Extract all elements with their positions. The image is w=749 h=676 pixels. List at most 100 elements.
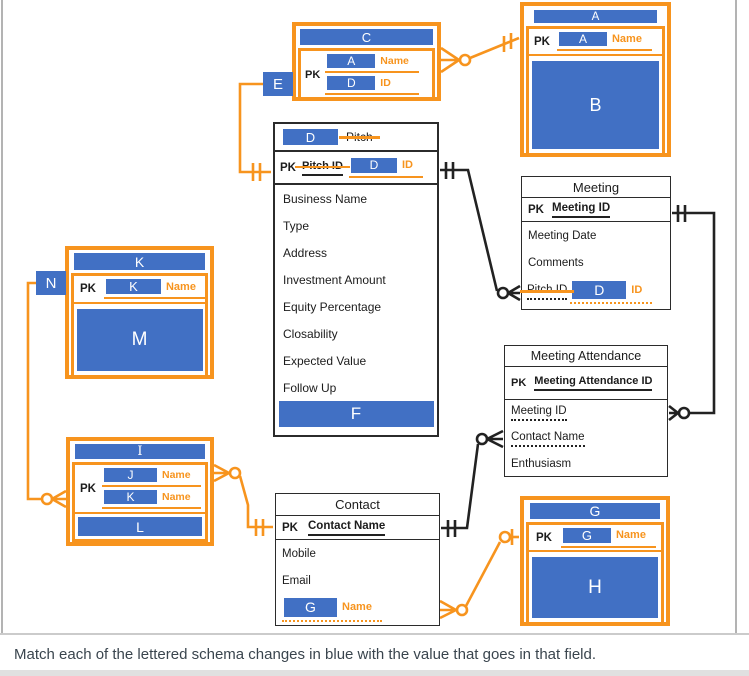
- a-group-divider: [529, 54, 662, 56]
- chip-k: K: [105, 279, 161, 294]
- attribute: Equity Percentage: [283, 299, 382, 314]
- contact-to-ggroup-connector: [439, 529, 519, 620]
- e-to-pitch-connector: [238, 82, 271, 181]
- attribute: Investment Amount: [283, 272, 386, 287]
- zero-circle-icon: [496, 286, 510, 300]
- blue-group-k: K PK K Name M: [65, 246, 214, 379]
- zero-circle-icon: [458, 53, 472, 67]
- i-group-section: PK J Name K Name L: [72, 462, 208, 542]
- crow-foot-many-icon: [440, 46, 460, 74]
- i-group-title-wrap: I: [72, 443, 208, 462]
- attribute: Mobile: [282, 547, 316, 560]
- cgroup-to-agroup-connector: [440, 33, 520, 74]
- chip-d: D: [327, 76, 376, 90]
- pitch-pk-row: PK Pitch ID D ID: [275, 152, 437, 185]
- pk-label: PK: [536, 531, 552, 544]
- page-bottom-strip: [0, 670, 749, 676]
- c-group-title-wrap: C: [298, 28, 435, 48]
- chip-j: J: [103, 468, 157, 482]
- attribute: Type: [283, 218, 310, 233]
- chip-a: A: [534, 10, 657, 23]
- k-group-divider: [74, 302, 205, 304]
- attribute: Meeting Date: [528, 229, 597, 242]
- i-group-pk-row-1: J Name: [101, 468, 201, 487]
- contact-title: Contact: [276, 494, 439, 516]
- a-group-section: PK A Name B: [526, 26, 665, 157]
- suffix-label: Name: [615, 529, 646, 541]
- n-to-igroup-connector: [26, 281, 67, 509]
- contact-fk-suffix: Name: [342, 601, 372, 613]
- c-group-pk-rows: A Name D ID: [325, 54, 419, 95]
- meeting-title: Meeting: [522, 177, 670, 198]
- c-group-pk-section: PK A Name D ID: [298, 48, 435, 101]
- contact-fk-row: G Name: [276, 594, 439, 625]
- one-and-only-one-ticks-icon: [446, 520, 457, 537]
- chip-b: B: [532, 61, 659, 149]
- chip-k: K: [103, 490, 157, 504]
- meeting-fk-suffix: ID: [631, 283, 643, 296]
- chip-e: E: [263, 72, 293, 96]
- pk-label: PK: [282, 521, 298, 534]
- meeting-pk-row: PK Meeting ID: [522, 198, 670, 222]
- i-group-divider: [75, 512, 205, 514]
- chip-d: D: [283, 129, 338, 145]
- blue-group-c: C PK A Name D ID: [292, 22, 441, 101]
- attribute: Address: [283, 245, 328, 260]
- pitch-title-row: D Pitch: [275, 124, 437, 152]
- one-and-only-one-ticks-icon: [251, 163, 262, 181]
- a-group-pk-row: PK A Name: [529, 29, 662, 54]
- attribute-fk: Meeting ID: [505, 400, 667, 426]
- one-and-only-one-ticks-icon: [676, 205, 687, 222]
- zero-circle-icon: [40, 492, 54, 506]
- g-group-pk-field: G Name: [560, 527, 656, 548]
- meeting-fk-change-field: D ID: [570, 280, 653, 304]
- meeting-attendance-title: Meeting Attendance: [505, 346, 667, 367]
- k-group-title-wrap: K: [71, 252, 208, 273]
- pitch-pk-removed: Pitch ID: [294, 160, 350, 176]
- question-divider: [0, 633, 749, 635]
- entity-meeting-attendance: Meeting Attendance PK Meeting Attendance…: [504, 345, 668, 477]
- suffix-label: Name: [161, 469, 191, 481]
- page-right-border: [735, 0, 737, 633]
- crow-foot-many-icon: [439, 599, 457, 620]
- c-group-pk-row-2: D ID: [325, 76, 419, 95]
- contact-pk: Contact Name: [307, 520, 386, 536]
- i-group-pk-row-2: K Name: [101, 490, 201, 509]
- zero-circle-icon: [455, 603, 469, 617]
- attribute-fk: Contact Name: [505, 426, 667, 452]
- igroup-to-contact-connector: [213, 463, 273, 536]
- pk-label: PK: [80, 482, 96, 495]
- chip-a: A: [327, 54, 376, 68]
- zero-circle-icon: [677, 406, 691, 420]
- g-group-divider: [529, 550, 661, 552]
- attribute: Comments: [528, 256, 584, 269]
- chip-c: C: [300, 29, 433, 45]
- pk-label: PK: [528, 203, 544, 216]
- pk-label: PK: [305, 68, 321, 81]
- chip-g: G: [530, 503, 660, 519]
- attribute: Email: [282, 574, 311, 587]
- page-left-border: [1, 0, 3, 633]
- chip-d: D: [350, 157, 397, 173]
- pitch-attributes: Business Name Type Address Investment Am…: [275, 185, 437, 401]
- k-group-pk-field: K Name: [103, 279, 206, 299]
- a-group-title-wrap: A: [526, 8, 665, 26]
- contact-to-attendance-connector: [441, 429, 504, 537]
- blue-group-a: A PK A Name B: [520, 2, 671, 157]
- suffix-label: Name: [161, 491, 191, 503]
- crow-foot-many-icon: [486, 429, 504, 449]
- zero-circle-icon: [228, 466, 242, 480]
- attribute: Enthusiasm: [511, 458, 572, 470]
- attribute: Closability: [283, 326, 338, 341]
- pk-label: PK: [280, 161, 296, 174]
- i-group-pk-column: J Name K Name: [101, 468, 201, 509]
- g-group-pk-row: PK G Name: [529, 525, 661, 550]
- one-and-only-one-ticks-icon: [444, 162, 455, 179]
- entity-contact: Contact PK Contact Name Mobile Email G N…: [275, 493, 440, 626]
- meeting-pk: Meeting ID: [551, 202, 611, 218]
- attribute: Expected Value: [283, 353, 367, 368]
- k-group-pk-row: PK K Name: [74, 276, 206, 302]
- entity-meeting: Meeting PK Meeting ID Meeting Date Comme…: [519, 176, 671, 310]
